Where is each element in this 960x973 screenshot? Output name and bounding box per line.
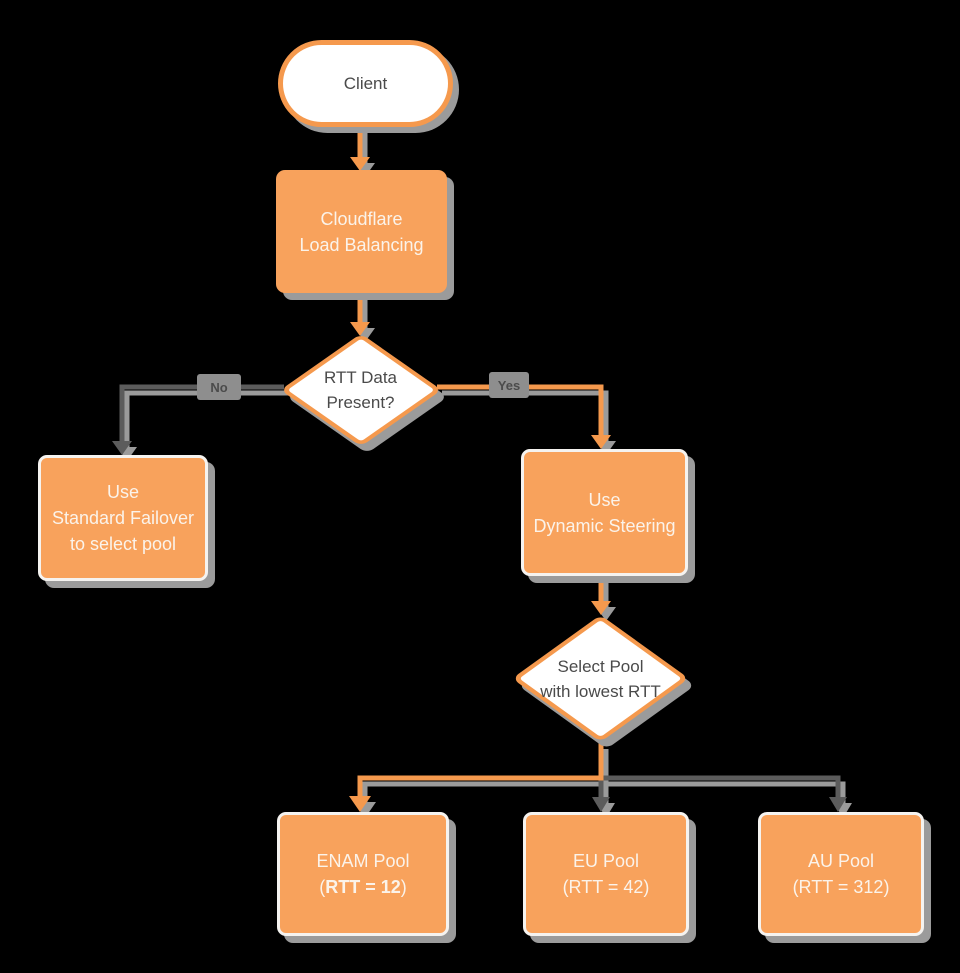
- node-eu-pool: EU Pool (RTT = 42): [523, 812, 689, 936]
- label-line: ENAM Pool: [316, 851, 410, 871]
- label-line: Standard Failover: [51, 508, 195, 528]
- node-au-pool: AU Pool (RTT = 312): [758, 812, 924, 936]
- edge-shadow: [124, 390, 289, 450]
- label-line: (RTT = 312): [792, 877, 890, 897]
- edge-shadows: [124, 124, 846, 804]
- label-rtt-bold: RTT = 12: [325, 877, 401, 897]
- node-au-pool-label: AU Pool (RTT = 312): [761, 848, 921, 900]
- node-load-balancing: Cloudflare Load Balancing: [276, 170, 447, 293]
- arrowhead-eu: [592, 797, 610, 812]
- edge-shadow: [442, 390, 609, 442]
- arrowhead-lb: [350, 157, 370, 171]
- label-line: Cloudflare: [320, 208, 403, 229]
- node-select-pool: Select Pool with lowest RTT: [511, 614, 695, 749]
- node-dynamic-steering: Use Dynamic Steering: [521, 449, 688, 576]
- gray-edges: [119, 384, 841, 798]
- node-standard-failover: Use Standard Failover to select pool: [38, 455, 208, 581]
- node-standard-failover-label: Use Standard Failover to select pool: [41, 479, 205, 557]
- node-enam-pool-label: ENAM Pool (RTT = 12): [280, 848, 446, 900]
- label-line: to select pool: [69, 534, 177, 554]
- label-line: (RTT = 12): [280, 874, 446, 900]
- label-paren-open: (: [319, 877, 326, 897]
- arrowhead-dynamic: [591, 435, 611, 449]
- arrowhead-shadows: [117, 163, 852, 818]
- edge-label-no: No: [197, 374, 241, 400]
- edge-label-yes: Yes: [489, 372, 529, 398]
- edge-shadow: [606, 781, 846, 804]
- edge-selectpool-to-enam: [357, 743, 604, 798]
- arrowhead-au: [829, 797, 847, 812]
- node-dynamic-steering-label: Use Dynamic Steering: [524, 487, 685, 539]
- node-select-pool-label: Select Pool with lowest RTT: [512, 654, 689, 704]
- arrowhead-failover: [112, 441, 132, 455]
- edge-selectpool-to-au: [601, 775, 841, 798]
- label-line: (RTT = 42): [562, 877, 650, 897]
- arrowhead-enam: [349, 796, 371, 812]
- node-rtt-decision: RTT Data Present?: [279, 333, 448, 453]
- label-line: Load Balancing: [299, 234, 424, 255]
- node-enam-pool: ENAM Pool (RTT = 12): [277, 812, 449, 936]
- label-line: with lowest RTT: [540, 681, 661, 701]
- label-line: Use: [588, 489, 621, 510]
- label-line: Select Pool: [557, 656, 644, 676]
- label-line: AU Pool: [807, 851, 875, 871]
- arrowhead-rtt: [350, 322, 370, 336]
- label-line: EU Pool: [572, 851, 640, 871]
- node-client: Client: [278, 40, 453, 127]
- gray-arrowheads: [112, 441, 847, 812]
- label-paren-close: ): [400, 877, 407, 897]
- label-line: Use: [106, 482, 139, 502]
- node-eu-pool-label: EU Pool (RTT = 42): [526, 848, 686, 900]
- orange-arrowheads: [349, 157, 611, 812]
- label-line: Present?: [326, 392, 395, 412]
- node-client-label: Client: [343, 73, 388, 93]
- node-load-balancing-label: Cloudflare Load Balancing: [276, 206, 447, 258]
- arrowhead-selectpool: [591, 601, 611, 615]
- label-line: Dynamic Steering: [533, 515, 676, 536]
- label-line: RTT Data: [323, 367, 398, 387]
- node-rtt-decision-label: RTT Data Present?: [280, 365, 441, 415]
